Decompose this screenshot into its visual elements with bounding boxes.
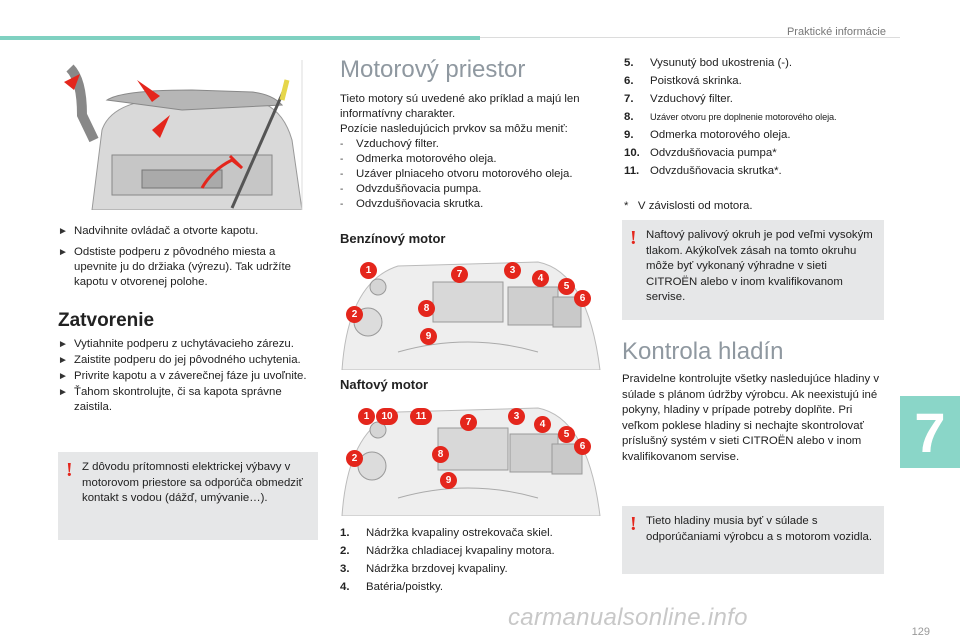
legend-item: 2.Nádržka chladiacej kvapaliny motora.: [340, 545, 555, 557]
level-check-title: Kontrola hladín: [622, 338, 784, 365]
callout-badge: 4: [534, 416, 551, 433]
intro-text: Tieto motory sú uvedené ako príklad a ma…: [340, 93, 580, 120]
bullet-icon: ►: [58, 371, 68, 382]
warning-icon: !: [630, 513, 637, 535]
callout-badge: 8: [432, 446, 449, 463]
callout-badge: 1: [360, 262, 377, 279]
warning-text: Z dôvodu prítomnosti elektrickej výbavy …: [82, 461, 303, 504]
warning-icon: !: [630, 227, 637, 249]
intro-text-2: Pozície nasledujúcich prvkov sa môžu men…: [340, 123, 568, 135]
list-item: ►Vytiahnite podperu z uchytávacieho záre…: [58, 338, 294, 350]
bullet-icon: ►: [58, 387, 68, 398]
close-steps: ►Vytiahnite podperu z uchytávacieho záre…: [58, 337, 320, 419]
section-name: Praktické informácie: [786, 26, 886, 38]
callout-badge: 11: [410, 408, 432, 425]
page-number: 129: [911, 626, 930, 638]
open-steps: ►Nadvihnite ovládač a otvorte kapotu. ►O…: [58, 224, 320, 294]
bullet-icon: ►: [58, 226, 68, 237]
list-item: -Odvzdušňovacia skrutka.: [340, 198, 484, 210]
level-warning-box: ! Tieto hladiny musia byť v súlade s odp…: [622, 506, 884, 574]
warning-icon: !: [66, 459, 73, 481]
level-check-text: Pravidelne kontrolujte všetky nasledujúc…: [622, 373, 880, 463]
diesel-warning-box: ! Naftový palivový okruh je pod veľmi vy…: [622, 220, 884, 320]
callout-badge: 3: [508, 408, 525, 425]
callout-badge: 3: [504, 262, 521, 279]
engine-bay-intro: Tieto motory sú uvedené ako príklad a ma…: [340, 92, 604, 212]
callout-badge: 10: [376, 408, 398, 425]
callout-badge: 7: [460, 414, 477, 431]
callout-badge: 7: [451, 266, 468, 283]
hood-opening-illustration: [52, 60, 320, 210]
header-rule: [480, 37, 900, 38]
list-item: ►Privrite kapotu a v záverečnej fáze ju …: [58, 370, 307, 382]
watermark: carmanualsonline.info: [508, 604, 748, 631]
legend-item: 11.Odvzdušňovacia skrutka*.: [624, 165, 782, 177]
list-item: -Uzáver plniaceho otvoru motorového olej…: [340, 168, 573, 180]
engine-bay-title: Motorový priestor: [340, 56, 526, 83]
legend-item: 6.Poistková skrinka.: [624, 75, 742, 87]
list-item: -Vzduchový filter.: [340, 138, 439, 150]
callout-badge: 8: [418, 300, 435, 317]
list-item: -Odmerka motorového oleja.: [340, 153, 497, 165]
list-item: ►Zaistite podperu do jej pôvodného uchyt…: [58, 354, 301, 366]
bullet-icon: ►: [58, 247, 68, 258]
legend-item: 7.Vzduchový filter.: [624, 93, 733, 105]
list-item: ►Nadvihnite ovládač a otvorte kapotu.: [58, 225, 259, 237]
warning-text: Naftový palivový okruh je pod veľmi vyso…: [646, 229, 873, 303]
legend-item: 3.Nádržka brzdovej kvapaliny.: [340, 563, 508, 575]
list-item: -Odvzdušňovacia pumpa.: [340, 183, 482, 195]
warning-box: ! Z dôvodu prítomnosti elektrickej výbav…: [58, 452, 318, 540]
callout-badge: 2: [346, 306, 363, 323]
callout-badge: 9: [420, 328, 437, 345]
petrol-engine-diagram: 1 7 3 4 5 6 8 2 9: [338, 252, 604, 370]
legend-list-1: 1.Nádržka kvapaliny ostrekovača skiel. 2…: [340, 524, 604, 596]
callout-badge: 6: [574, 290, 591, 307]
close-heading: Zatvorenie: [58, 310, 155, 331]
warning-text: Tieto hladiny musia byť v súlade s odpor…: [646, 515, 873, 543]
bullet-icon: ►: [58, 355, 68, 366]
petrol-engine-heading: Benzínový motor: [340, 231, 446, 246]
legend-item: 9.Odmerka motorového oleja.: [624, 129, 791, 141]
callout-badge: 2: [346, 450, 363, 467]
callout-badge: 1: [358, 408, 375, 425]
list-item: ►Odstiste podperu z pôvodného miesta a u…: [58, 246, 291, 288]
header-accent-bar: [0, 36, 480, 40]
diesel-engine-drawing: [341, 407, 601, 516]
petrol-engine-drawing: [341, 261, 601, 370]
callout-badge: 5: [558, 426, 575, 443]
legend-item: 8.Uzáver otvoru pre doplnenie motorového…: [624, 111, 837, 123]
bullet-icon: ►: [58, 339, 68, 350]
footnote: * V závislosti od motora.: [624, 200, 753, 212]
list-item: ►Ťahom skontrolujte, či sa kapota správn…: [58, 386, 282, 413]
legend-list-2: 5.Vysunutý bod ukostrenia (-). 6.Poistko…: [624, 54, 888, 180]
callout-badge: 9: [440, 472, 457, 489]
legend-item: 10.Odvzdušňovacia pumpa*: [624, 147, 777, 159]
diesel-engine-heading: Naftový motor: [340, 377, 429, 392]
legend-item: 1.Nádržka kvapaliny ostrekovača skiel.: [340, 527, 553, 539]
callout-badge: 4: [532, 270, 549, 287]
diesel-engine-diagram: 1 10 11 7 3 4 5 6 8 2 9: [338, 398, 604, 516]
legend-item: 5.Vysunutý bod ukostrenia (-).: [624, 57, 793, 69]
callout-badge: 5: [558, 278, 575, 295]
callout-badge: 6: [574, 438, 591, 455]
legend-item: 4.Batéria/poistky.: [340, 581, 444, 593]
chapter-tab: 7: [900, 396, 960, 468]
